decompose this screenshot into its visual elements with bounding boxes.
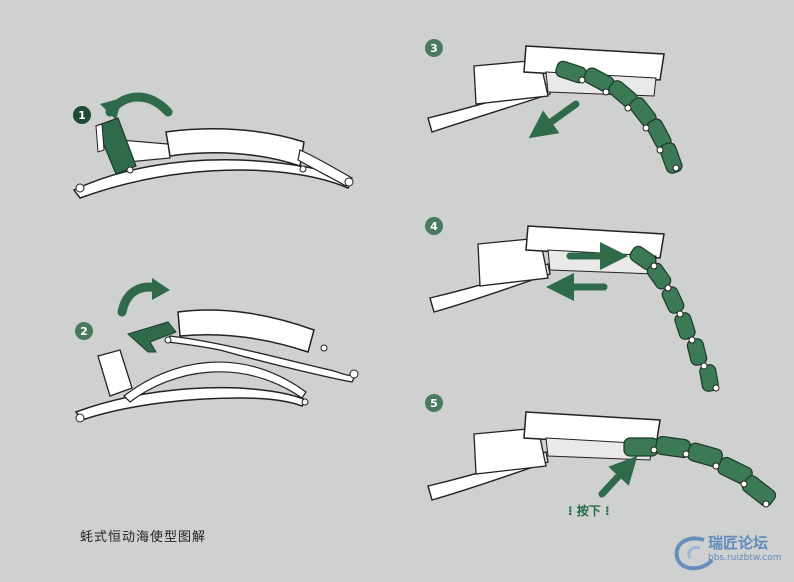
diagram-caption: 蚝式恒动海使型图解	[80, 530, 207, 545]
watermark: 瑞匠论坛 bbs.ruizbtw.com	[666, 528, 784, 576]
pin	[126, 166, 134, 174]
step-badge-5: 5	[425, 394, 443, 412]
pin	[349, 369, 359, 379]
step-3-illustration	[427, 45, 683, 174]
pull-arrow	[528, 100, 580, 139]
flip-lock-bracket	[95, 123, 105, 153]
pin	[740, 480, 748, 488]
pin	[700, 362, 708, 370]
rotate-arrow-2-head	[152, 278, 170, 300]
pin	[656, 146, 664, 154]
press-marker-right-icon: ⁝	[600, 504, 610, 518]
pin	[602, 88, 610, 96]
pin	[676, 310, 684, 318]
svg-text:5: 5	[430, 397, 438, 410]
clasp-body	[473, 427, 547, 475]
pin	[650, 262, 658, 270]
step-badge-3: 3	[425, 39, 443, 57]
pin	[320, 344, 328, 352]
pin	[682, 450, 690, 458]
pin	[164, 336, 172, 344]
pin	[624, 104, 632, 112]
press-label: ⁝ 按下 ⁝	[568, 502, 610, 519]
press-label-text: 按下	[576, 504, 601, 518]
flip-lock-green	[127, 321, 177, 353]
step-2-illustration	[74, 278, 359, 423]
rotate-arrow-1-head	[100, 98, 122, 120]
bracelet-links-green	[623, 435, 777, 507]
watermark-name: 瑞匠论坛	[708, 534, 769, 552]
flip-lock-green	[95, 117, 137, 175]
pin	[712, 384, 720, 392]
press-marker-left-icon: ⁝	[568, 504, 577, 518]
pin	[344, 177, 354, 187]
pin	[642, 124, 650, 132]
pin	[299, 165, 307, 173]
clasp-box	[97, 349, 133, 397]
clasp-blade	[123, 361, 307, 403]
pin	[762, 500, 770, 508]
step-badge-2: 2	[75, 322, 93, 340]
step-badge-4: 4	[425, 217, 443, 235]
pin	[650, 446, 658, 454]
step-1-illustration	[72, 92, 354, 199]
svg-text:1: 1	[78, 109, 86, 122]
bracelet-links-green	[629, 245, 719, 392]
pin	[301, 398, 309, 406]
pin	[578, 76, 586, 84]
watermark-url: bbs.ruizbtw.com	[708, 553, 782, 563]
svg-text:3: 3	[430, 42, 438, 55]
pin	[672, 164, 680, 172]
svg-text:4: 4	[430, 220, 438, 233]
pin	[712, 462, 720, 470]
step-5-illustration	[427, 411, 777, 508]
svg-text:2: 2	[80, 325, 88, 338]
clasp-cover	[525, 225, 665, 259]
press-arrow	[598, 455, 638, 498]
step-badge-1: 1	[73, 106, 91, 124]
clasp-cover	[177, 309, 315, 353]
pin	[75, 413, 85, 423]
pin	[75, 183, 85, 193]
pin	[664, 284, 672, 292]
clasp-cover	[165, 128, 305, 167]
end-link-right	[297, 149, 353, 187]
pin	[688, 336, 696, 344]
step-4-illustration	[429, 225, 720, 392]
watermark-logo-icon	[674, 536, 714, 571]
